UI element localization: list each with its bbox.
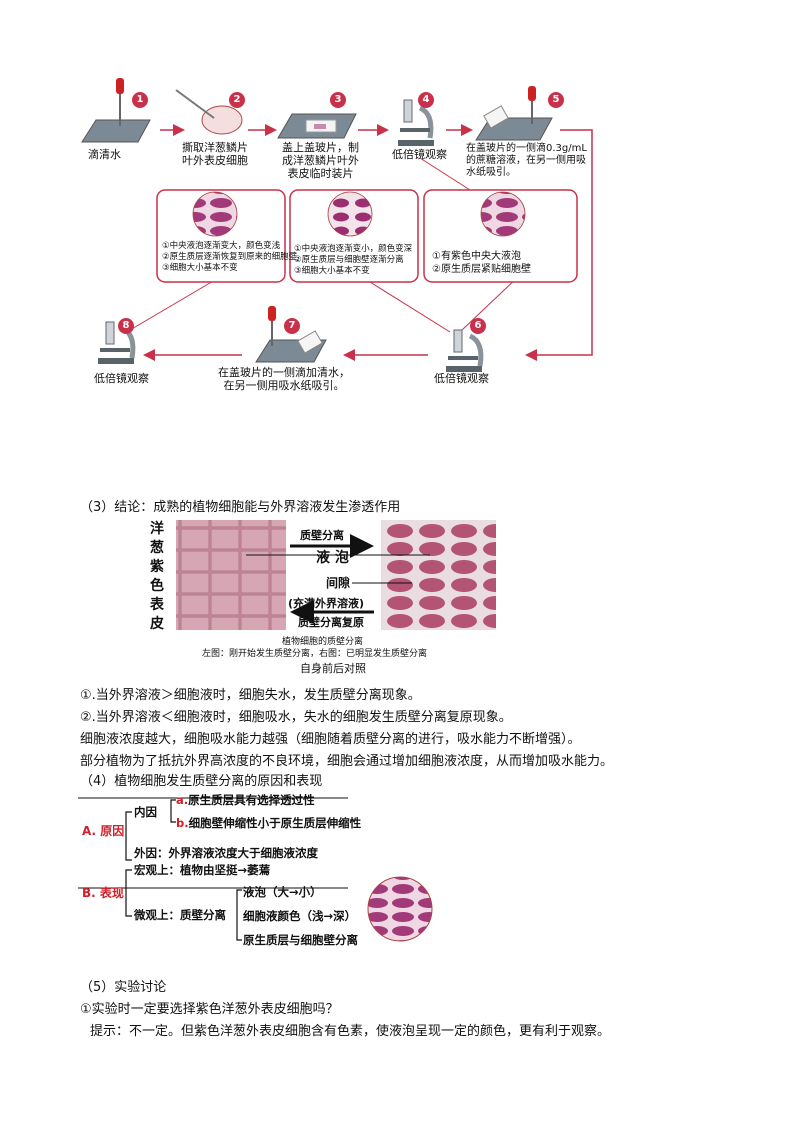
step-label-3: 盖上盖玻片，制 成洋葱鳞片叶外 表皮临时装片: [282, 141, 359, 180]
micro-separation: 原生质层与细胞壁分离: [243, 933, 358, 947]
label-gap-note: (充满外界溶液): [288, 597, 365, 610]
figure-caption-detail: 左图：刚开始发生质壁分离，右图：已明显发生质壁分离: [202, 649, 428, 659]
figure-caption: 植物细胞的质壁分离: [282, 637, 364, 647]
step-label-1: 滴清水: [88, 148, 121, 161]
microscope-icon: [398, 99, 434, 146]
discussion-question: ①实验时一定要选择紫色洋葱外表皮细胞吗？: [80, 1002, 339, 1017]
micro-vacuole: 液泡（大→小）: [243, 885, 322, 899]
step-number-3: 3: [330, 92, 346, 108]
onion-cells-photo-after: [381, 520, 496, 630]
step-label-4: 低倍镜观察: [392, 148, 447, 161]
tree-line: [170, 799, 176, 823]
section-4-heading: （4）植物细胞发生质壁分离的原因和表现: [80, 774, 323, 789]
conclusion-line-3: 细胞液浓度越大，细胞吸水能力越强（细胞随着质壁分离的进行，吸水能力不断增强）。: [80, 732, 581, 747]
cell-micrograph-large: [367, 876, 433, 942]
panel-connector: [369, 281, 451, 333]
step-number-4: 4: [418, 92, 434, 108]
tree-line: [125, 811, 132, 861]
step-label-6: 低倍镜观察: [434, 372, 489, 385]
section-5-heading: （5）实验讨论: [80, 980, 167, 995]
result-panel-recovery: [156, 189, 286, 283]
inner-cause: 内因: [134, 805, 157, 819]
step-label-8: 低倍镜观察: [94, 372, 149, 385]
inner-cause-b: b.细胞壁伸缩性小于原生质层伸缩性: [176, 816, 362, 830]
panel-notes-initial: ①有紫色中央大液泡 ②原生质层紧贴细胞壁: [432, 251, 531, 275]
step-number-2: 2: [229, 92, 245, 108]
conclusion-line-4: 部分植物为了抵抗外界高浓度的不良环境，细胞会通过增加细胞液浓度，从而增加吸水能力…: [80, 754, 614, 769]
discussion-answer: 提示：不一定。但紫色洋葱外表皮细胞含有色素，使液泡呈现一定的颜色，更有利于观察。: [90, 1024, 611, 1039]
step-number-1: 1: [132, 92, 148, 108]
onion-leaf: [201, 105, 243, 135]
tree-line: [236, 889, 242, 941]
micro-manifestation: 微观上：质壁分离: [134, 908, 226, 922]
label-recovery: 质壁分离复原: [298, 616, 364, 629]
step-label-2: 撕取洋葱鳞片 叶外表皮细胞: [182, 141, 248, 167]
side-label: 洋葱紫色表皮: [150, 521, 164, 632]
cause-label: A. 原因: [82, 824, 125, 838]
conclusion-line-1: ①.当外界溶液＞细胞液时，细胞失水，发生质壁分离现象。: [80, 688, 421, 703]
flow-return-line: [525, 129, 593, 361]
figure-caption-note: 自身前后对照: [300, 662, 366, 675]
manifestation-label: B. 表现: [82, 886, 124, 900]
panel-connector: [419, 157, 471, 191]
step-label-5: 在盖玻片的一侧滴0.3g/mL 的蔗糖溶液，在另一侧用吸 水纸吸引。: [466, 143, 587, 178]
microscope-icon: [446, 329, 484, 372]
label-vacuole: 液 泡: [316, 550, 349, 566]
step-number-8: 8: [118, 318, 134, 334]
slide-1: [81, 119, 151, 143]
outer-cause: 外因：外界溶液浓度大于细胞液浓度: [134, 846, 318, 860]
step-label-7: 在盖玻片的一侧滴加清水， 在另一侧用吸水纸吸引。: [218, 366, 350, 392]
inner-cause-a: a.原生质层具有选择透过性: [176, 793, 315, 807]
panel-notes-recovery: ①中央液泡逐渐变大，颜色变浅 ②原生质层逐渐恢复到原来的细胞壁 ③细胞大小基本不…: [162, 241, 298, 273]
cell-micrograph: [327, 191, 373, 237]
macro-manifestation: 宏观上：植物由坚挺→萎蔫: [134, 863, 271, 877]
cell-micrograph: [480, 191, 526, 237]
label-gap: 间隙: [326, 576, 351, 590]
label-plasmolysis: 质壁分离: [300, 529, 344, 542]
step-number-6: 6: [470, 318, 486, 334]
section-3-heading: （3）结论：成熟的植物细胞能与外界溶液发生渗透作用: [80, 500, 401, 515]
onion-cells-photo-before: [176, 520, 286, 630]
panel-connector: [129, 279, 216, 331]
tree-line: [125, 869, 132, 917]
cell-micrograph: [192, 191, 238, 237]
step-number-7: 7: [284, 318, 300, 334]
conclusion-line-2: ②.当外界溶液＜细胞液时，细胞吸水，失水的细胞发生质壁分离复原现象。: [80, 710, 512, 725]
panel-notes-plasmolysis: ①中央液泡逐渐变小，颜色变深 ②原生质层与细胞壁逐渐分离 ③细胞大小基本不变: [294, 244, 413, 276]
step-number-5: 5: [548, 92, 564, 108]
micro-color: 细胞液颜色（浅→深）: [243, 909, 357, 923]
